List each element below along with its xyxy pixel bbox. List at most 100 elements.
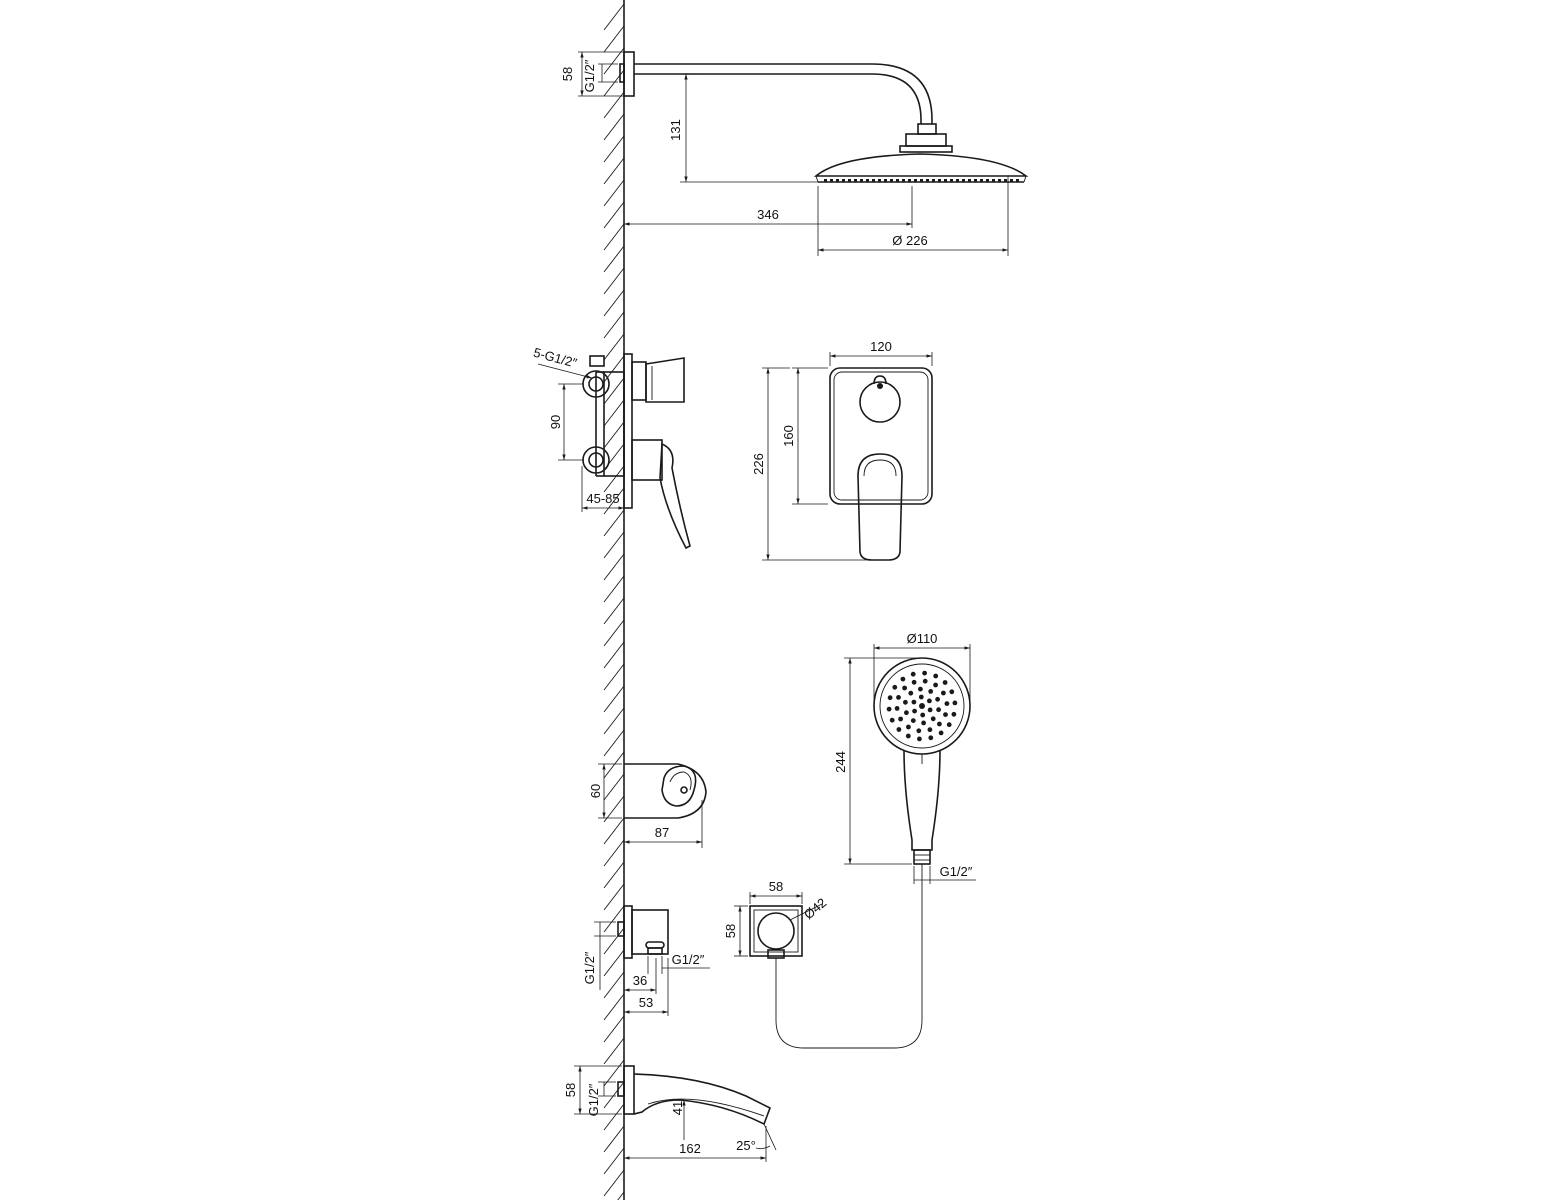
diverter-knob-front [859, 381, 901, 423]
hatch-line [603, 663, 625, 691]
hatch-line [603, 333, 625, 361]
hand-shower-holder: 60 87 [588, 763, 707, 848]
lever-handle-front [857, 453, 903, 561]
outlet-flange-front [749, 905, 803, 957]
nozzle-dot [998, 179, 1001, 182]
swivel-nut [905, 133, 947, 147]
nozzle-dot [968, 179, 971, 182]
hatch-line [603, 597, 625, 625]
hatch-line [603, 245, 625, 273]
hand-nozzle-dot [902, 685, 907, 691]
nozzle-dot [992, 179, 995, 182]
nozzle-dot [848, 179, 851, 182]
spout-thread-label: G1/2″ [586, 1083, 601, 1116]
spout-body [633, 1073, 772, 1126]
hand-nozzle-dot [904, 710, 909, 716]
outlet-nozzle [645, 941, 665, 949]
hatch-line [603, 1125, 625, 1153]
hatch-line [603, 1081, 625, 1109]
nozzle-dot [902, 179, 905, 182]
shower-arm-inner [634, 73, 922, 124]
ball-joint [917, 123, 937, 135]
hatch-line [603, 575, 625, 603]
shower-arm-outer [634, 63, 933, 124]
hand-nozzle-dot [917, 736, 922, 742]
hand-nozzle-dot [943, 712, 948, 717]
hand-nozzle-dot [892, 684, 898, 690]
outlet-width-label: 58 [769, 879, 783, 894]
holder-height-label: 60 [588, 784, 603, 798]
nozzle-dot [908, 179, 911, 182]
nozzle-dot [986, 179, 989, 182]
hatch-line [603, 289, 625, 317]
hand-shower-nozzles [886, 670, 958, 742]
nozzle-dot [926, 179, 929, 182]
nozzle-dot [854, 179, 857, 182]
hatch-line [603, 883, 625, 911]
nozzle-dot [950, 179, 953, 182]
mixer-inner-height-label: 160 [781, 425, 796, 447]
shower-head-assembly: 58 G1/2″ 131 346 Ø 226 [560, 51, 1029, 256]
hand-nozzle-dot [952, 700, 958, 706]
outlet-hole-label: Ø42 [801, 895, 829, 922]
nozzle-dot [836, 179, 839, 182]
hand-nozzle-dot [886, 706, 892, 712]
mixer-front-view: 120 160 226 [751, 339, 933, 561]
hatch-line [603, 399, 625, 427]
shower-arm-thread-label: G1/2″ [582, 59, 597, 92]
hatch-line [603, 685, 625, 713]
cover-plate-side [623, 353, 633, 509]
hand-nozzle-dot [942, 680, 948, 685]
nozzle-dot [932, 179, 935, 182]
hand-nozzle-dot [933, 682, 938, 688]
hatch-line [603, 751, 625, 779]
shower-flange-height-label: 58 [560, 67, 575, 81]
hatch-line [603, 531, 625, 559]
mixer-body [603, 371, 625, 477]
hand-shower: Ø110 244 G1/2″ [833, 631, 976, 884]
hand-nozzle-dot [936, 707, 941, 713]
nozzle-dot [974, 179, 977, 182]
shower-hose [775, 864, 923, 1049]
hand-nozzle-dot [900, 676, 906, 682]
nozzle-dot [1004, 179, 1007, 182]
hand-nozzle-dot [920, 712, 926, 718]
hatch-line [603, 839, 625, 867]
hand-nozzle-dot [898, 716, 903, 722]
outlet-hole [757, 912, 795, 950]
outlet-height-label: 58 [723, 924, 738, 938]
hatch-line [603, 861, 625, 889]
hatch-line [603, 201, 625, 229]
nozzle-dot [884, 179, 887, 182]
shower-arm-flange [623, 51, 635, 97]
hatch-line [603, 971, 625, 999]
hatch-line [603, 113, 625, 141]
nozzle-dot [962, 179, 965, 182]
hatch-line [603, 509, 625, 537]
hand-nozzle-dot [912, 708, 917, 714]
outlet-depth-label: 53 [639, 995, 653, 1010]
diverter-knob-side [645, 357, 685, 403]
hand-shower-connector [913, 849, 931, 865]
hatch-line [603, 707, 625, 735]
hand-nozzle-dot [930, 716, 936, 722]
spout-height-label: 58 [563, 1083, 578, 1097]
holder-depth-label: 87 [655, 825, 669, 840]
lever-base-side [631, 439, 663, 481]
hand-nozzle-dot [911, 679, 917, 685]
mixer-side-view: 5-G1/2″ 90 45-85 [532, 345, 691, 550]
shower-head-nozzles [824, 179, 1019, 182]
hatch-line [603, 3, 625, 31]
hand-nozzle-dot [894, 706, 900, 711]
holder-cup [661, 765, 697, 807]
hatch-line [603, 949, 625, 977]
hand-shower-handle [903, 749, 941, 851]
nozzle-dot [980, 179, 983, 182]
nozzle-dot [944, 179, 947, 182]
outlet-offset-label: 36 [633, 973, 647, 988]
shower-arm-nut [619, 63, 625, 83]
hand-nozzle-dot [910, 671, 916, 677]
nozzle-dot [860, 179, 863, 182]
mixer-spacing-label: 90 [548, 415, 563, 429]
nozzle-dot [824, 179, 827, 182]
